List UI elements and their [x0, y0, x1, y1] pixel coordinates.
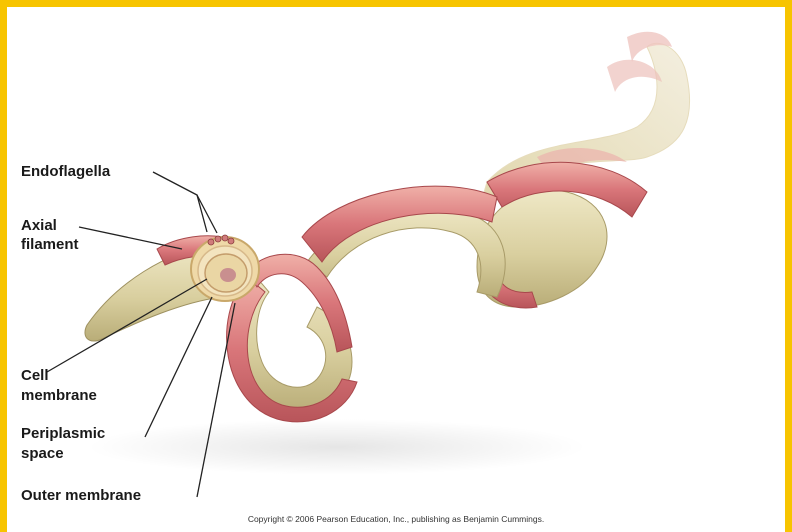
cytoplasm-core — [220, 268, 236, 282]
label-outer-membrane: Outer membrane — [21, 487, 141, 504]
endoflagellum-dot-2 — [215, 236, 221, 242]
label-membrane: membrane — [21, 387, 97, 404]
label-endoflagella: Endoflagella — [21, 163, 110, 180]
ground-shadow — [87, 419, 587, 475]
label-axial: Axial — [21, 217, 57, 234]
label-periplasmic: Periplasmic — [21, 425, 105, 442]
leader-axial — [79, 227, 182, 249]
leader-endoflagella — [153, 172, 207, 232]
endoflagellum-dot-4 — [228, 238, 234, 244]
spirochete-illustration — [7, 7, 785, 532]
label-cell: Cell — [21, 367, 49, 384]
endoflagellum-dot-3 — [222, 235, 228, 241]
endoflagellum-dot-1 — [208, 239, 214, 245]
leader-periplasmic — [145, 297, 212, 437]
label-space: space — [21, 445, 64, 462]
leader-endoflagella-b — [197, 195, 217, 233]
label-filament: filament — [21, 236, 79, 253]
copyright-notice: Copyright © 2006 Pearson Education, Inc.… — [7, 514, 785, 524]
